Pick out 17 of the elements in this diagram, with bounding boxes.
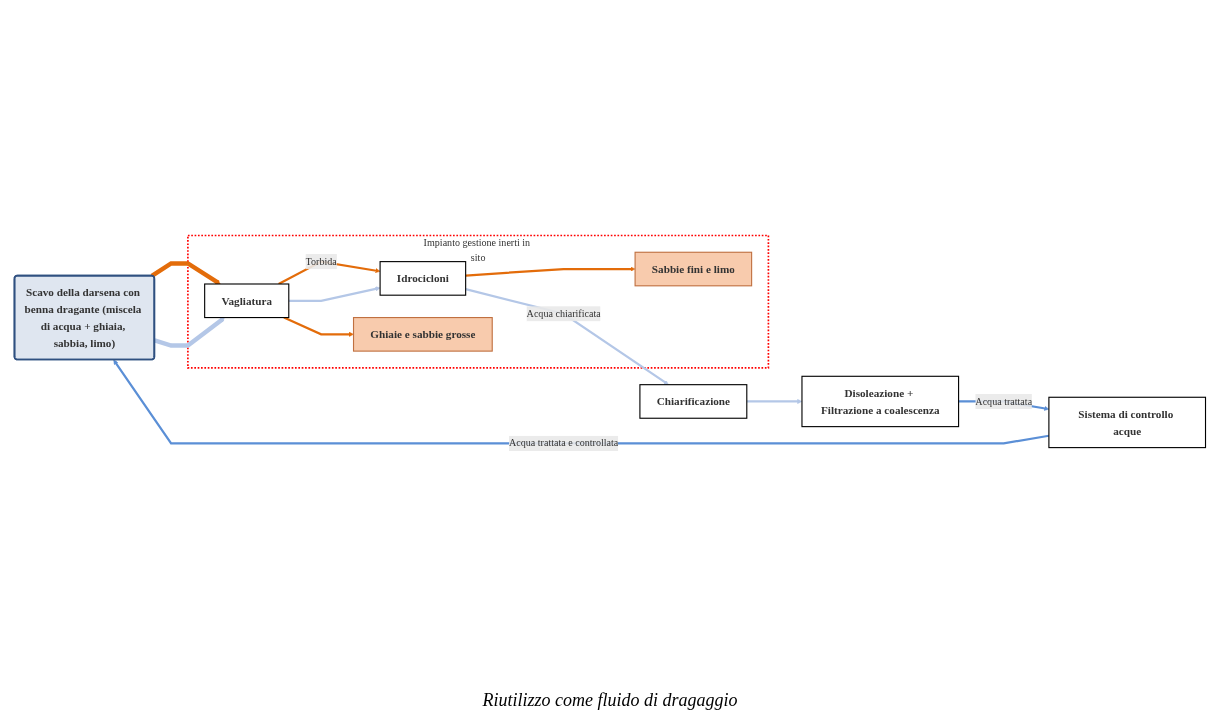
node-box: Disoleazione + Filtrazione a coalescenza	[801, 375, 960, 427]
edge-label: Acqua trattata e controllata	[509, 437, 619, 449]
node-box: Chiarificazione	[639, 383, 748, 419]
node-box: Idrocicloni	[379, 260, 467, 296]
node-box: Ghiaie e sabbie grosse	[352, 316, 493, 352]
arrow	[465, 287, 669, 385]
note-text: Riutilizzo come fluido di dragaggio	[482, 690, 738, 710]
node-box: Sistema di controllo acque	[1048, 396, 1207, 448]
arrow	[288, 286, 381, 302]
arrow	[283, 316, 354, 337]
node-box: Vagliatura	[204, 283, 290, 318]
node-box: Sabbie fini e limo	[634, 251, 753, 287]
edge-label: Acqua trattata	[975, 395, 1033, 407]
arrow	[465, 266, 636, 277]
arrow	[150, 261, 221, 285]
edge-label: Acqua chiarificata	[526, 307, 601, 319]
edge-label: Torbida	[305, 255, 337, 267]
